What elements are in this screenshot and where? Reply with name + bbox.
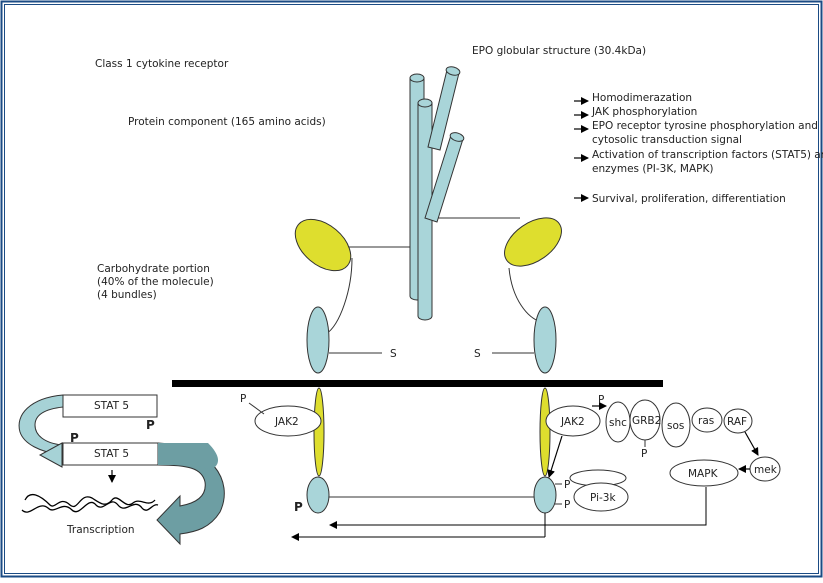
helix-4-top [449,132,465,142]
ras-label: ras [698,415,714,427]
transmembrane-right [539,387,551,477]
effect-item: EPO receptor tyrosine phosphorylation an… [592,120,818,132]
grb2-label: GRB2 [632,415,661,427]
carb-label-1: Carbohydrate portion [97,263,210,275]
cell-membrane [172,380,663,387]
helix-2-top [417,98,433,108]
p-label-stat5-bottom: P [70,431,79,445]
transcription-label: Transcription [66,524,135,536]
sos [661,402,691,448]
carb-label-3: (4 bundles) [97,289,157,301]
effect-item: JAK phosphorylation [591,106,697,118]
receptor-right-intracellular [533,476,557,514]
mapk [669,459,739,487]
p-label-left-bottom: P [294,500,303,514]
stat5-label-bottom: STAT 5 [94,448,129,460]
dna-strand-1 [24,493,156,508]
pi3k-label: Pi-3k [590,492,616,504]
raf-label: RAF [727,416,747,428]
p-label-jak2-left: P [240,393,246,405]
protein-label: Protein component (165 amino acids) [128,116,326,128]
stat5-arrowhead [38,442,63,468]
helix-1-top [409,73,425,83]
carbohydrate-right [504,217,562,267]
helix-2 [417,102,433,321]
carb-curve-right [508,267,542,323]
helix-3-top [445,66,461,76]
carb-curve-left [325,257,353,335]
jak2-right-label: JAK2 [560,416,585,428]
ras [691,407,723,433]
s-label-left: S [390,348,397,360]
jak2-left-p-link [248,402,265,415]
carbohydrate-left [294,218,352,272]
class1-label: Class 1 cytokine receptor [95,58,229,70]
stat5-return-shade [158,443,219,470]
epo-molecule [340,66,520,321]
jak2-left [254,405,322,437]
p-label-stat5-top: P [146,418,155,432]
epo-label: EPO globular structure (30.4kDa) [472,45,646,57]
jak2-left-label: JAK2 [274,416,299,428]
p-label-right-1: P [564,479,570,491]
effects-list: Homodimerazation JAK phosphorylation EPO… [574,92,823,205]
mapk-label: MAPK [688,468,719,480]
raf [723,408,753,434]
stat5-label-top: STAT 5 [94,400,129,412]
effect-item: Homodimerazation [592,92,692,104]
mapk-signal-arrow [329,487,707,529]
jak2-right [545,405,601,437]
receptor-right-extracellular [533,306,557,374]
pi3k [573,482,629,512]
receptor-left-intracellular [306,476,330,514]
effect-item: cytosolic transduction signal [592,134,742,146]
p-label-shc: P [598,394,604,406]
s-label-right: S [474,348,481,360]
carb-label-2: (40% of the molecule) [97,276,214,288]
transmembrane-left [313,387,325,477]
dna-strand-2 [21,501,159,513]
shc-label: shc [609,417,627,429]
effect-item: Survival, proliferation, differentiation [592,193,786,205]
effect-item: enzymes (PI-3K, MAPK) [592,163,713,175]
raf-to-mek-arrow [744,431,759,456]
inner-border [4,4,819,574]
effect-item: Activation of transcription factors (STA… [592,149,823,161]
p-label-grb2: P [641,448,647,460]
jak2-to-receptor-arrow [547,435,563,478]
receptor-left-extracellular [306,306,330,374]
sos-label: sos [667,420,684,432]
stat5-box-top [62,394,158,418]
p-label-right-2: P [564,499,570,511]
mek-label: mek [754,464,778,476]
